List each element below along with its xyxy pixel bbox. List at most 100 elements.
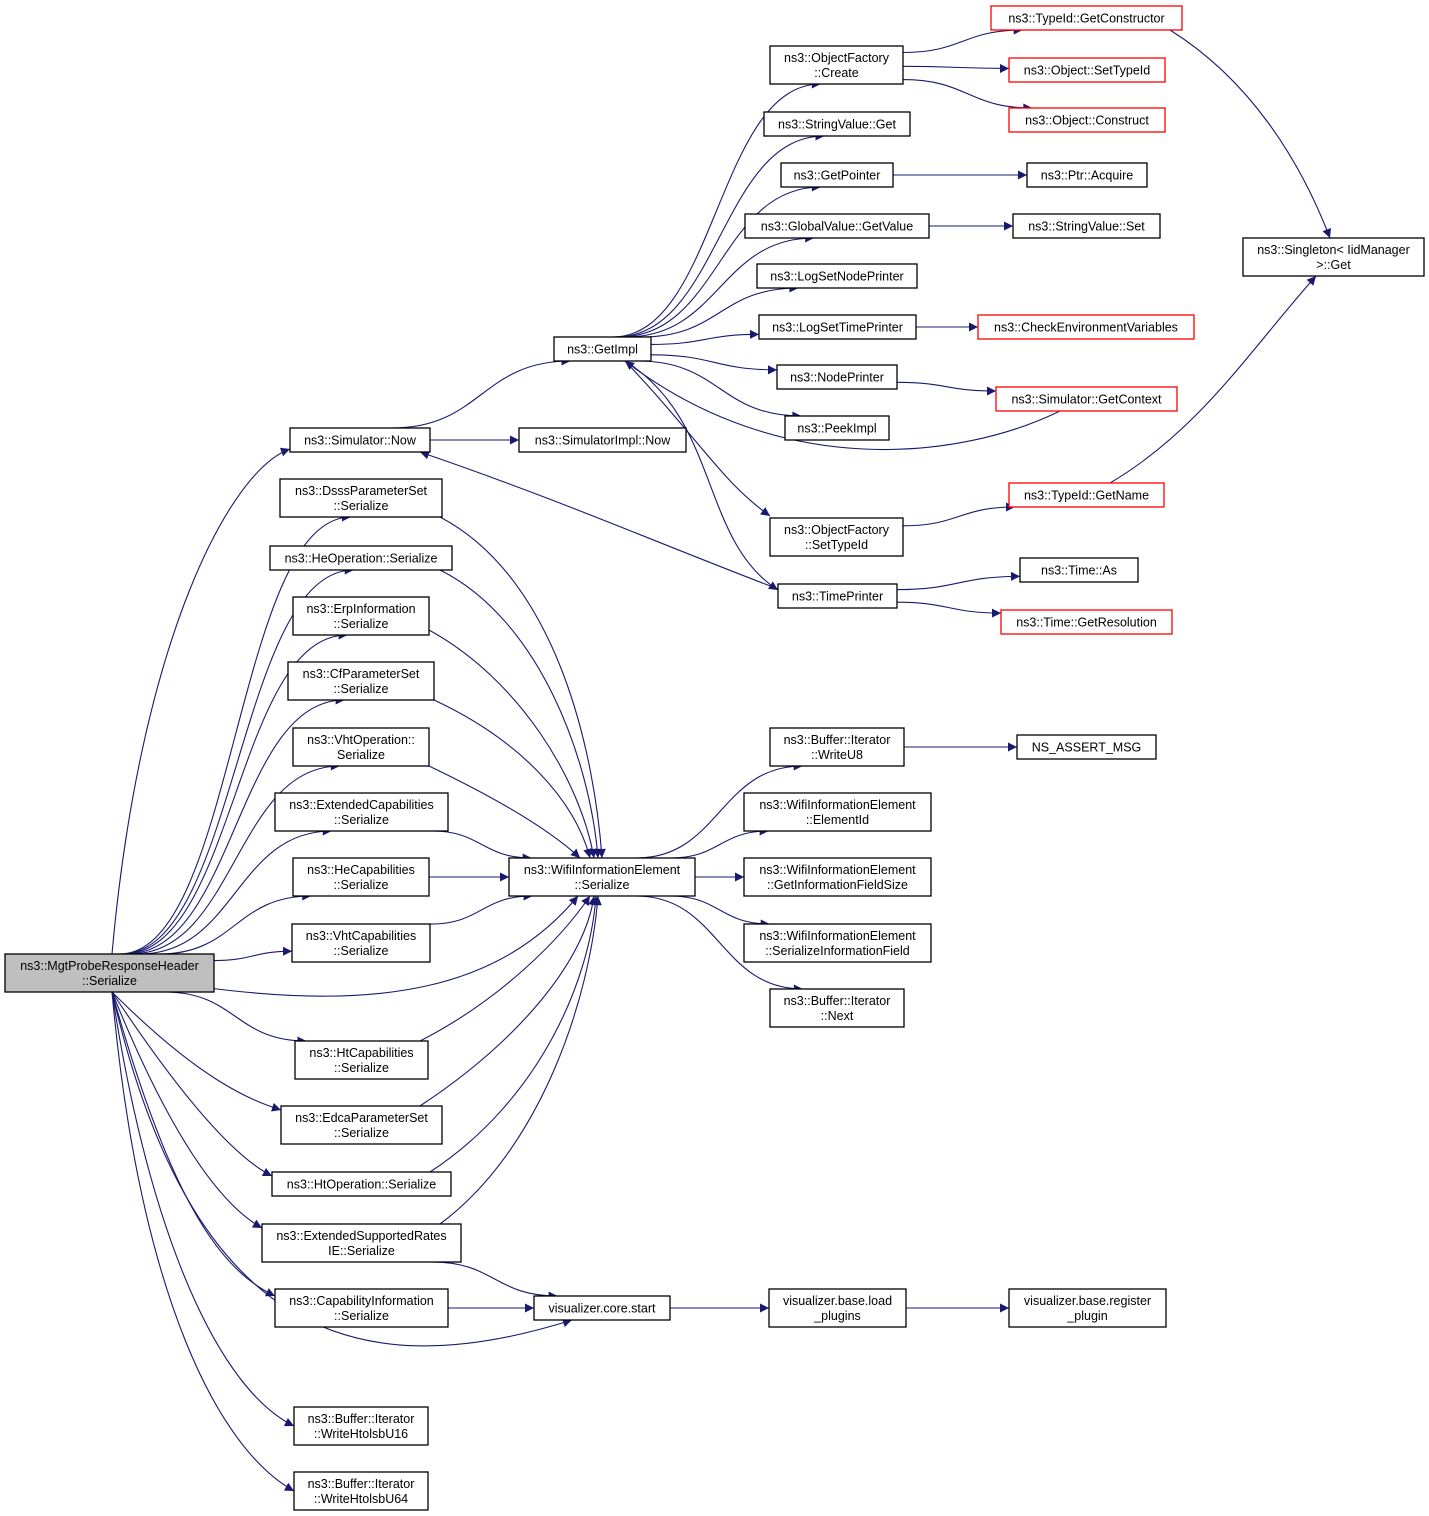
node-htcap[interactable]: ns3::HtCapabilities::Serialize [294,1040,429,1080]
node-vregplugin[interactable]: visualizer.base.register_plugin [1008,1288,1167,1328]
node-logtime[interactable]: ns3::LogSetTimePrinter [758,314,917,340]
node-singleton[interactable]: ns3::Singleton< IidManager>::Get [1242,237,1425,277]
node-label: ns3::GetPointer [794,169,881,183]
node-getpointer[interactable]: ns3::GetPointer [780,162,894,188]
edge-wie-to-wieelemid [670,826,769,859]
node-timeprinter[interactable]: ns3::TimePrinter [777,583,898,609]
node-simgetctx[interactable]: ns3::Simulator::GetContext [995,386,1178,412]
node-box [280,1105,443,1145]
node-svget[interactable]: ns3::StringValue::Get [763,111,911,137]
node-wieelemid[interactable]: ns3::WifiInformationElement::ElementId [743,792,932,832]
node-label: ns3::Singleton< IidManager [1257,243,1410,257]
edge-root-to-heop [121,565,354,955]
node-checkenv[interactable]: ns3::CheckEnvironmentVariables [977,314,1195,340]
edge-getimpl-to-ofcreate [612,79,821,338]
edge-root-to-dsss [119,512,351,955]
node-label: ns3::Buffer::Iterator [308,1477,415,1491]
edge-root-to-capinfo [111,991,276,1297]
node-timeas[interactable]: ns3::Time::As [1019,557,1139,583]
node-box [292,857,430,897]
edge-root-to-cf [125,695,345,955]
node-erp[interactable]: ns3::ErpInformation::Serialize [292,596,430,636]
edge-tidgetname-to-singleton [1109,275,1317,484]
node-wiegetsize[interactable]: ns3::WifiInformationElement::GetInformat… [743,857,932,897]
node-getimpl[interactable]: ns3::GetImpl [553,336,652,362]
node-label: ::Create [814,66,859,80]
node-box [1008,1288,1167,1328]
node-box [743,857,932,897]
node-simimplnow[interactable]: ns3::SimulatorImpl::Now [518,427,687,453]
node-capinfo[interactable]: ns3::CapabilityInformation::Serialize [274,1288,449,1328]
node-nodeprinter[interactable]: ns3::NodePrinter [776,364,898,390]
node-label: ns3::HtOperation::Serialize [287,1178,436,1192]
edge-root-to-vhtcap [213,946,293,962]
node-label: ns3::Time::GetResolution [1016,616,1157,630]
node-heop[interactable]: ns3::HeOperation::Serialize [269,545,453,571]
node-label: ::Serialize [334,813,389,827]
node-box [292,596,430,636]
node-objsettypeid[interactable]: ns3::Object::SetTypeId [1008,57,1166,83]
node-now[interactable]: ns3::Simulator::Now [289,427,431,453]
node-nsassert[interactable]: NS_ASSERT_MSG [1016,734,1157,760]
node-box [271,1171,452,1197]
node-ofsettypeid[interactable]: ns3::ObjectFactory::SetTypeId [769,517,904,557]
node-svset[interactable]: ns3::StringValue::Set [1012,213,1161,239]
node-vloadplugins[interactable]: visualizer.base.load_plugins [768,1288,907,1328]
node-label: ns3::CheckEnvironmentVariables [994,321,1178,335]
edge-root-to-htop [111,991,273,1177]
node-label: ns3::ErpInformation [306,602,415,616]
node-box [1026,162,1148,188]
edge-getimpl-to-lognode [641,283,799,338]
node-box [518,427,687,453]
node-vhtcap[interactable]: ns3::VhtCapabilities::Serialize [291,923,431,963]
node-label: ::SetTypeId [805,538,868,552]
node-timegetres[interactable]: ns3::Time::GetResolution [1000,609,1173,635]
node-label: ns3::Object::SetTypeId [1024,64,1151,78]
node-edca[interactable]: ns3::EdcaParameterSet::Serialize [280,1105,443,1145]
node-wie[interactable]: ns3::WifiInformationElement::Serialize [508,857,696,897]
node-peekimpl[interactable]: ns3::PeekImpl [784,415,890,441]
node-vhtop[interactable]: ns3::VhtOperation::Serialize [292,727,430,767]
node-tidgetctor[interactable]: ns3::TypeId::GetConstructor [990,5,1183,31]
node-box [274,792,449,832]
node-extcap[interactable]: ns3::ExtendedCapabilities::Serialize [274,792,449,832]
node-label: ::SerializeInformationField [765,944,910,958]
node-label: ::Serialize [334,1126,389,1140]
node-cf[interactable]: ns3::CfParameterSet::Serialize [287,661,435,701]
node-label: ns3::ExtendedCapabilities [289,798,434,812]
node-box [1008,57,1166,83]
node-label: ::Serialize [575,878,630,892]
node-label: ns3::Time::As [1041,564,1117,578]
node-box [769,517,904,557]
node-label: ns3::Buffer::Iterator [784,733,891,747]
node-box [769,45,904,85]
node-root[interactable]: ns3::MgtProbeResponseHeader::Serialize [4,953,215,993]
node-objconstruct[interactable]: ns3::Object::Construct [1008,107,1166,133]
node-dsss[interactable]: ns3::DsssParameterSet::Serialize [279,478,443,518]
node-label: ns3::LogSetTimePrinter [772,321,903,335]
node-box [756,263,918,289]
node-vstart[interactable]: visualizer.core.start [533,1295,671,1321]
node-hecap[interactable]: ns3::HeCapabilities::Serialize [292,857,430,897]
node-label: ns3::MgtProbeResponseHeader [20,959,199,973]
node-gvgetvalue[interactable]: ns3::GlobalValue::GetValue [744,213,930,239]
node-box [776,364,898,390]
node-label: ::GetInformationFieldSize [767,878,908,892]
node-wu16[interactable]: ns3::Buffer::Iterator::WriteHtolsbU16 [293,1406,429,1446]
node-ptracquire[interactable]: ns3::Ptr::Acquire [1026,162,1148,188]
node-box [261,1223,462,1263]
node-box [553,336,652,362]
edge-cf-to-wie [433,699,593,859]
node-lognode[interactable]: ns3::LogSetNodePrinter [756,263,918,289]
node-wu64[interactable]: ns3::Buffer::Iterator::WriteHtolsbU64 [293,1471,429,1511]
edge-layer [111,25,1331,1492]
edge-root-to-extcap [139,826,332,955]
edge-root-to-wie [208,895,579,997]
node-wieserfield[interactable]: ns3::WifiInformationElement::SerializeIn… [743,923,932,963]
node-bnext[interactable]: ns3::Buffer::Iterator::Next [769,988,905,1028]
node-tidgetname[interactable]: ns3::TypeId::GetName [1008,482,1165,508]
node-ofcreate[interactable]: ns3::ObjectFactory::Create [769,45,904,85]
node-bwriteu8[interactable]: ns3::Buffer::Iterator::WriteU8 [769,727,905,767]
node-htop[interactable]: ns3::HtOperation::Serialize [271,1171,452,1197]
